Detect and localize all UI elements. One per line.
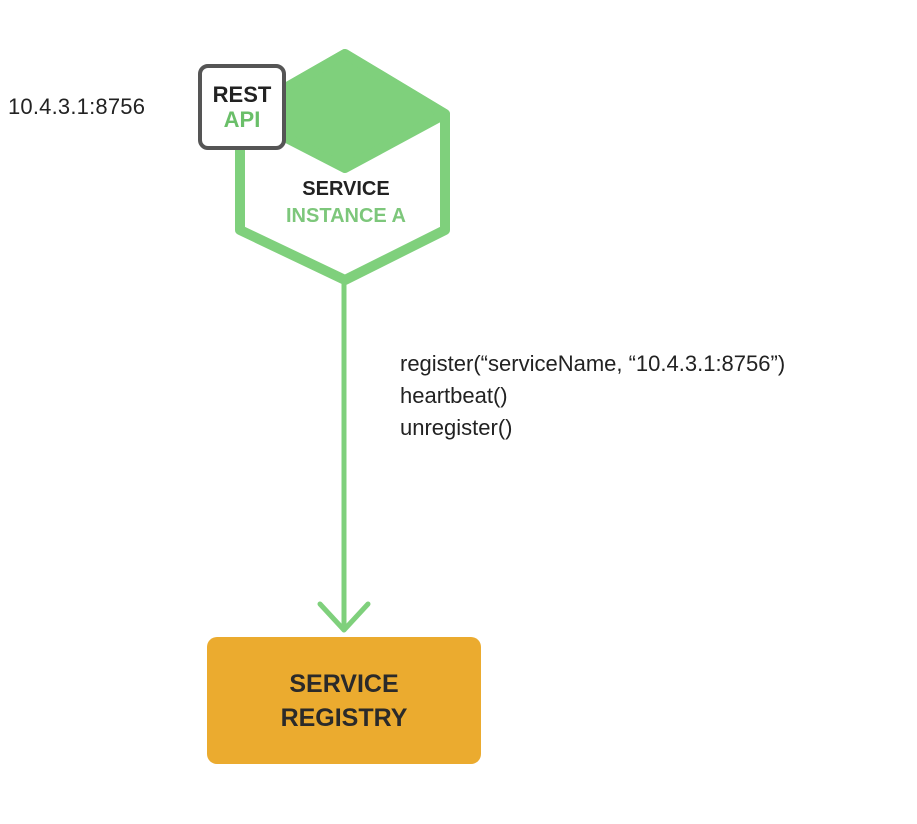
service-instance-label-line1: SERVICE	[302, 178, 390, 200]
call-unregister: unregister()	[400, 415, 513, 440]
service-registry-line2: REGISTRY	[280, 703, 408, 732]
registration-calls: register(“serviceName, “10.4.3.1:8756”) …	[400, 348, 785, 444]
service-registry-line1: SERVICE	[289, 669, 399, 698]
rest-api-line1: REST	[212, 82, 272, 107]
service-instance-label-line2: INSTANCE A	[286, 205, 406, 227]
service-registry-box: SERVICE REGISTRY	[207, 637, 481, 764]
call-register: register(“serviceName, “10.4.3.1:8756”)	[400, 351, 786, 376]
registration-arrow-head	[317, 601, 371, 633]
rest-api-badge: REST API	[198, 64, 286, 150]
service-instance-label: SERVICE INSTANCE A	[240, 176, 452, 230]
call-heartbeat: heartbeat()	[400, 383, 508, 408]
rest-api-line2: API	[223, 107, 261, 132]
instance-ip-address: 10.4.3.1:8756	[8, 94, 146, 119]
